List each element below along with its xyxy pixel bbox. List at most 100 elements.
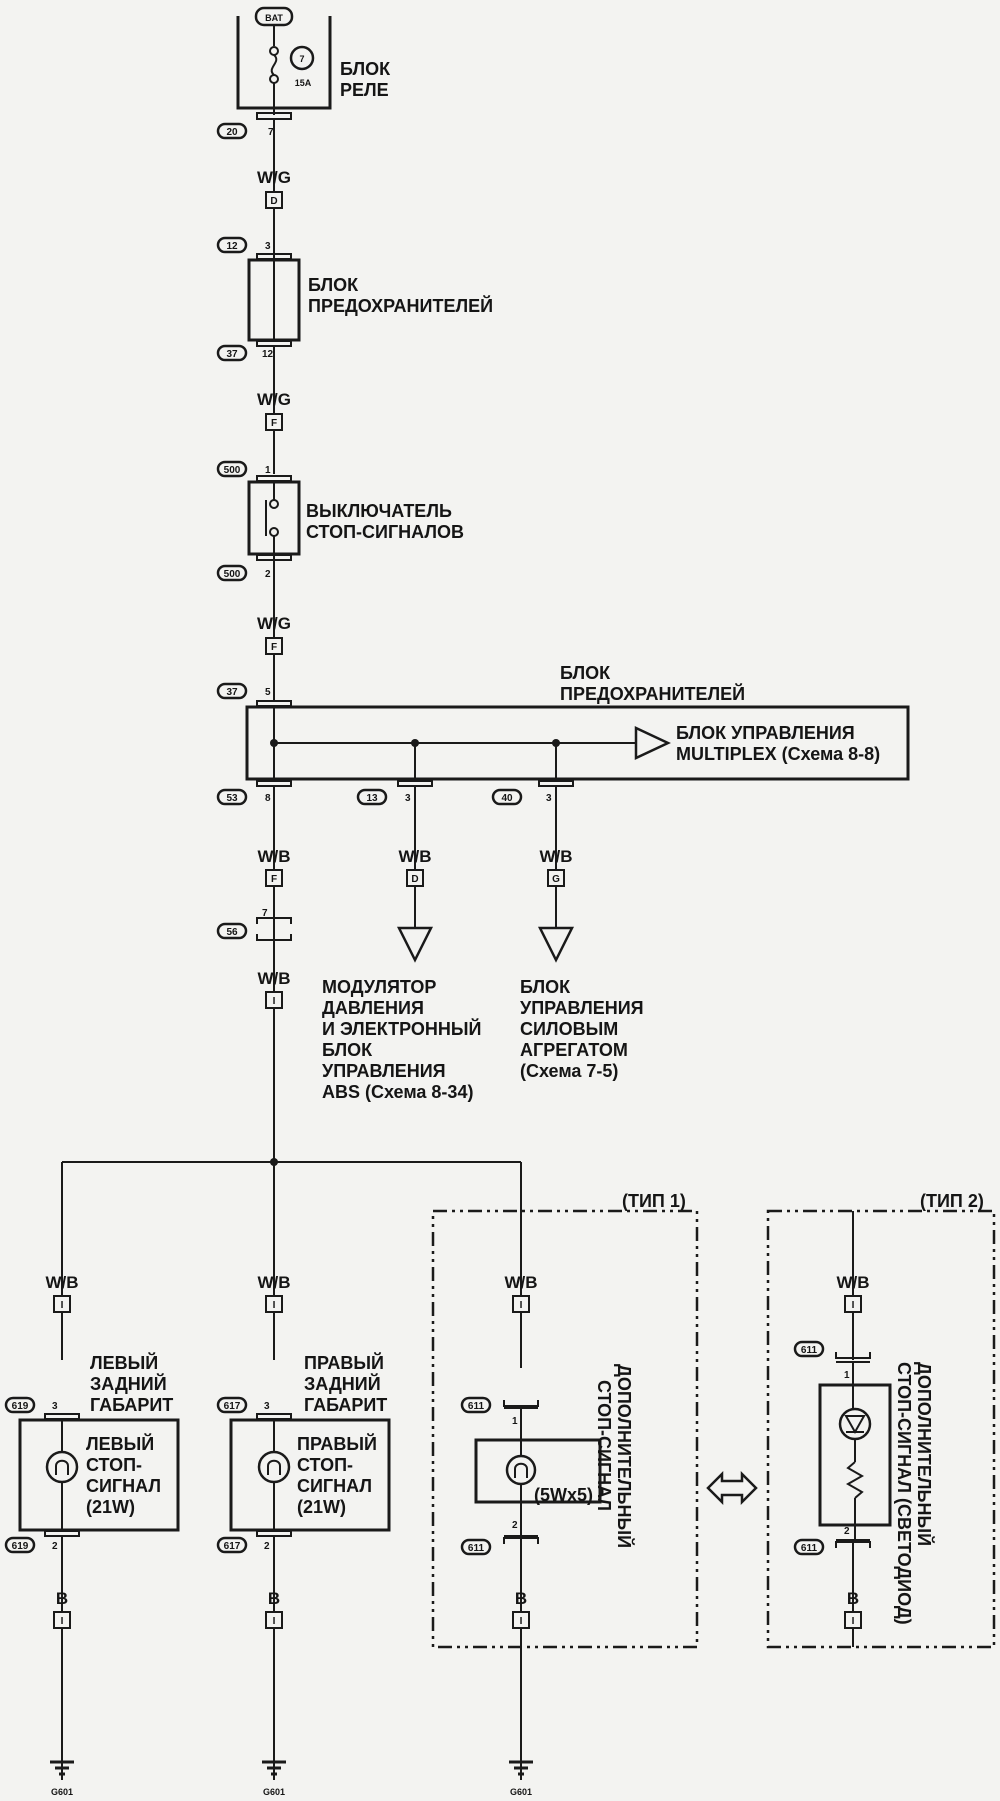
svg-text:13: 13 — [366, 793, 378, 804]
svg-text:W/G: W/G — [257, 390, 291, 409]
right-lamp-inner-2: СТОП- — [297, 1455, 353, 1475]
svg-text:40: 40 — [501, 793, 513, 804]
svg-text:I: I — [61, 1300, 64, 1311]
type2-name-2: СТОП-СИГНАЛ (СВЕТОДИОД) — [894, 1362, 914, 1625]
svg-text:W/B: W/B — [257, 969, 290, 988]
abs-label-2: ДАВЛЕНИЯ — [322, 998, 424, 1018]
svg-text:D: D — [411, 874, 418, 885]
connector-badge — [216, 122, 248, 140]
svg-text:7: 7 — [268, 127, 274, 138]
type1-bulb-rating: (5Wx5) — [534, 1485, 593, 1505]
svg-text:W/B: W/B — [539, 847, 572, 866]
svg-text:I: I — [520, 1616, 523, 1627]
svg-text:3: 3 — [265, 241, 271, 252]
svg-text:I: I — [520, 1300, 523, 1311]
svg-text:1: 1 — [265, 465, 271, 476]
connector-badge — [4, 1396, 36, 1414]
fuse-rating: 15A — [295, 78, 312, 88]
svg-text:611: 611 — [468, 1543, 485, 1554]
svg-text:619: 619 — [12, 1401, 29, 1412]
relay-block: BAT 7 15A БЛОК РЕЛЕ 20 7 — [216, 6, 391, 140]
svg-text:611: 611 — [801, 1543, 818, 1554]
fuse-block-2-label-1: БЛОК — [560, 663, 611, 683]
left-lamp-inner-1: ЛЕВЫЙ — [86, 1433, 154, 1454]
svg-text:F: F — [271, 642, 277, 653]
svg-text:617: 617 — [224, 1401, 241, 1412]
pcm-label-2: УПРАВЛЕНИЯ — [520, 998, 644, 1018]
svg-text:3: 3 — [405, 793, 411, 804]
svg-text:8: 8 — [265, 793, 271, 804]
right-lamp-inner-1: ПРАВЫЙ — [297, 1433, 377, 1454]
right-lamp-inner-3: СИГНАЛ — [297, 1476, 372, 1496]
type2-name-1: ДОПОЛНИТЕЛЬНЫЙ — [914, 1362, 935, 1546]
pcm-label-1: БЛОК — [520, 977, 571, 997]
left-lamp-inner-2: СТОП- — [86, 1455, 142, 1475]
pcm-label-5: (Схема 7-5) — [520, 1061, 618, 1081]
svg-text:37: 37 — [226, 349, 238, 360]
connector-badge — [460, 1538, 492, 1556]
fuse-block-2-label-2: ПРЕДОХРАНИТЕЛЕЙ — [560, 683, 745, 704]
pcm-arrow — [537, 926, 575, 963]
svg-text:W/B: W/B — [398, 847, 431, 866]
abs-branch: W/B D МОДУЛЯТОР ДАВЛЕНИЯ И ЭЛЕКТРОННЫЙ Б… — [322, 786, 481, 1102]
left-lamp-title-2: ЗАДНИЙ — [90, 1373, 167, 1394]
right-stop-lamp: W/B I ПРАВЫЙ ЗАДНИЙ ГАБАРИТ 617 3 ПРАВЫЙ… — [216, 1162, 391, 1780]
connector-badge — [216, 236, 248, 254]
svg-text:W/B: W/B — [257, 847, 290, 866]
svg-text:B: B — [515, 1589, 527, 1608]
right-lamp-title-3: ГАБАРИТ — [304, 1395, 387, 1415]
abs-label-1: МОДУЛЯТОР — [322, 977, 436, 997]
svg-text:G: G — [552, 874, 560, 885]
connector-badge — [4, 1536, 36, 1554]
svg-text:B: B — [268, 1589, 280, 1608]
svg-text:2: 2 — [52, 1541, 58, 1552]
right-lamp-title-1: ПРАВЫЙ — [304, 1352, 384, 1373]
svg-text:W/B: W/B — [836, 1273, 869, 1292]
wire-color: W/G — [257, 168, 291, 187]
pcm-branch: W/B G БЛОК УПРАВЛЕНИЯ СИЛОВЫМ АГРЕГАТОМ … — [520, 786, 644, 1081]
svg-text:I: I — [852, 1616, 855, 1627]
svg-text:2: 2 — [512, 1520, 518, 1531]
svg-text:I: I — [273, 1616, 276, 1627]
connector-badge — [216, 344, 248, 362]
svg-text:3: 3 — [264, 1401, 270, 1412]
alternative-arrow — [706, 1470, 758, 1506]
svg-text:5: 5 — [265, 687, 271, 698]
svg-text:619: 619 — [12, 1541, 29, 1552]
svg-text:2: 2 — [264, 1541, 270, 1552]
pcm-label-4: АГРЕГАТОМ — [520, 1040, 628, 1060]
left-lamp-title-1: ЛЕВЫЙ — [90, 1352, 158, 1373]
type1-label: (ТИП 1) — [622, 1191, 686, 1211]
abs-arrow — [396, 926, 434, 963]
brake-light-switch: 500 1 500 2 ВЫКЛЮЧАТЕЛЬ СТОП-СИГНАЛОВ — [216, 460, 464, 582]
svg-text:12: 12 — [226, 241, 238, 252]
multiplex-arrow — [634, 726, 671, 760]
left-lamp-title-3: ГАБАРИТ — [90, 1395, 173, 1415]
svg-text:F: F — [271, 874, 277, 885]
connector-badge — [216, 788, 248, 806]
svg-text:I: I — [273, 996, 276, 1007]
svg-text:D: D — [270, 196, 277, 207]
svg-text:W/B: W/B — [257, 1273, 290, 1292]
svg-text:2: 2 — [844, 1526, 850, 1537]
relay-block-label-1: БЛОК — [340, 59, 391, 79]
connector-badge — [216, 564, 248, 582]
abs-label-6: ABS (Схема 8-34) — [322, 1082, 473, 1102]
svg-text:611: 611 — [801, 1345, 818, 1356]
svg-text:20: 20 — [226, 127, 238, 138]
connector-badge — [216, 682, 248, 700]
ground-left: G601 — [50, 1760, 74, 1797]
svg-text:W/G: W/G — [257, 614, 291, 633]
svg-text:B: B — [56, 1589, 68, 1608]
connector-badge — [216, 460, 248, 478]
svg-text:617: 617 — [224, 1541, 241, 1552]
svg-text:56: 56 — [226, 927, 238, 938]
svg-text:37: 37 — [226, 687, 238, 698]
svg-text:611: 611 — [468, 1401, 485, 1412]
svg-text:3: 3 — [52, 1401, 58, 1412]
svg-text:I: I — [852, 1300, 855, 1311]
connector-badge — [793, 1538, 825, 1556]
connector-badge — [491, 788, 523, 806]
right-lamp-title-2: ЗАДНИЙ — [304, 1373, 381, 1394]
